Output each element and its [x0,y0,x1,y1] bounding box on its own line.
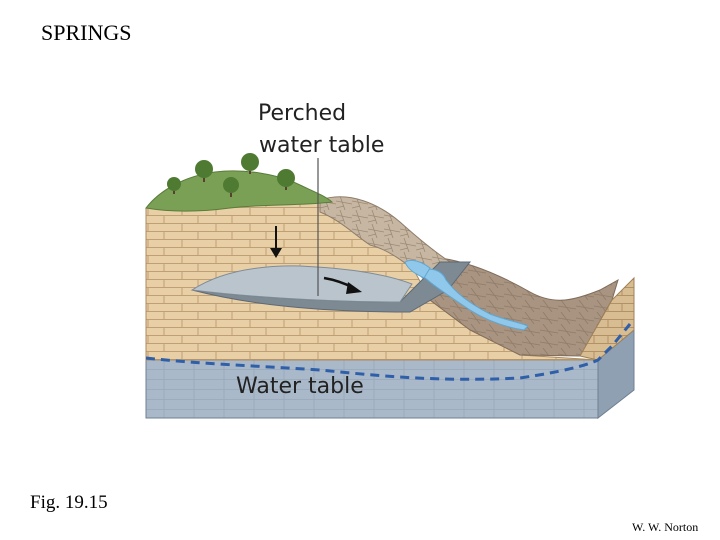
spring-stream [417,268,529,331]
tree-icon [223,177,239,197]
water-table-label: Water table [236,374,364,399]
slide-title: SPRINGS [41,20,132,45]
infiltration-arrow-icon [270,226,282,258]
tree-icon [195,160,213,182]
spring-outlet [404,259,431,279]
figure-label: Fig. 19.15 [30,492,108,513]
credit-text: W. W. Norton [632,520,699,534]
saturated-zone-front [145,359,599,419]
tree-icon [241,153,259,174]
tree-icon [277,169,295,190]
flow-arrow-icon [323,276,362,294]
perched-label-line1: Perched [258,101,346,126]
tree-icon [167,177,181,194]
block-side-face [579,276,635,361]
perched-water-lens [190,265,413,303]
perched-label-line2: water table [259,133,384,158]
water-table-line [145,323,632,381]
